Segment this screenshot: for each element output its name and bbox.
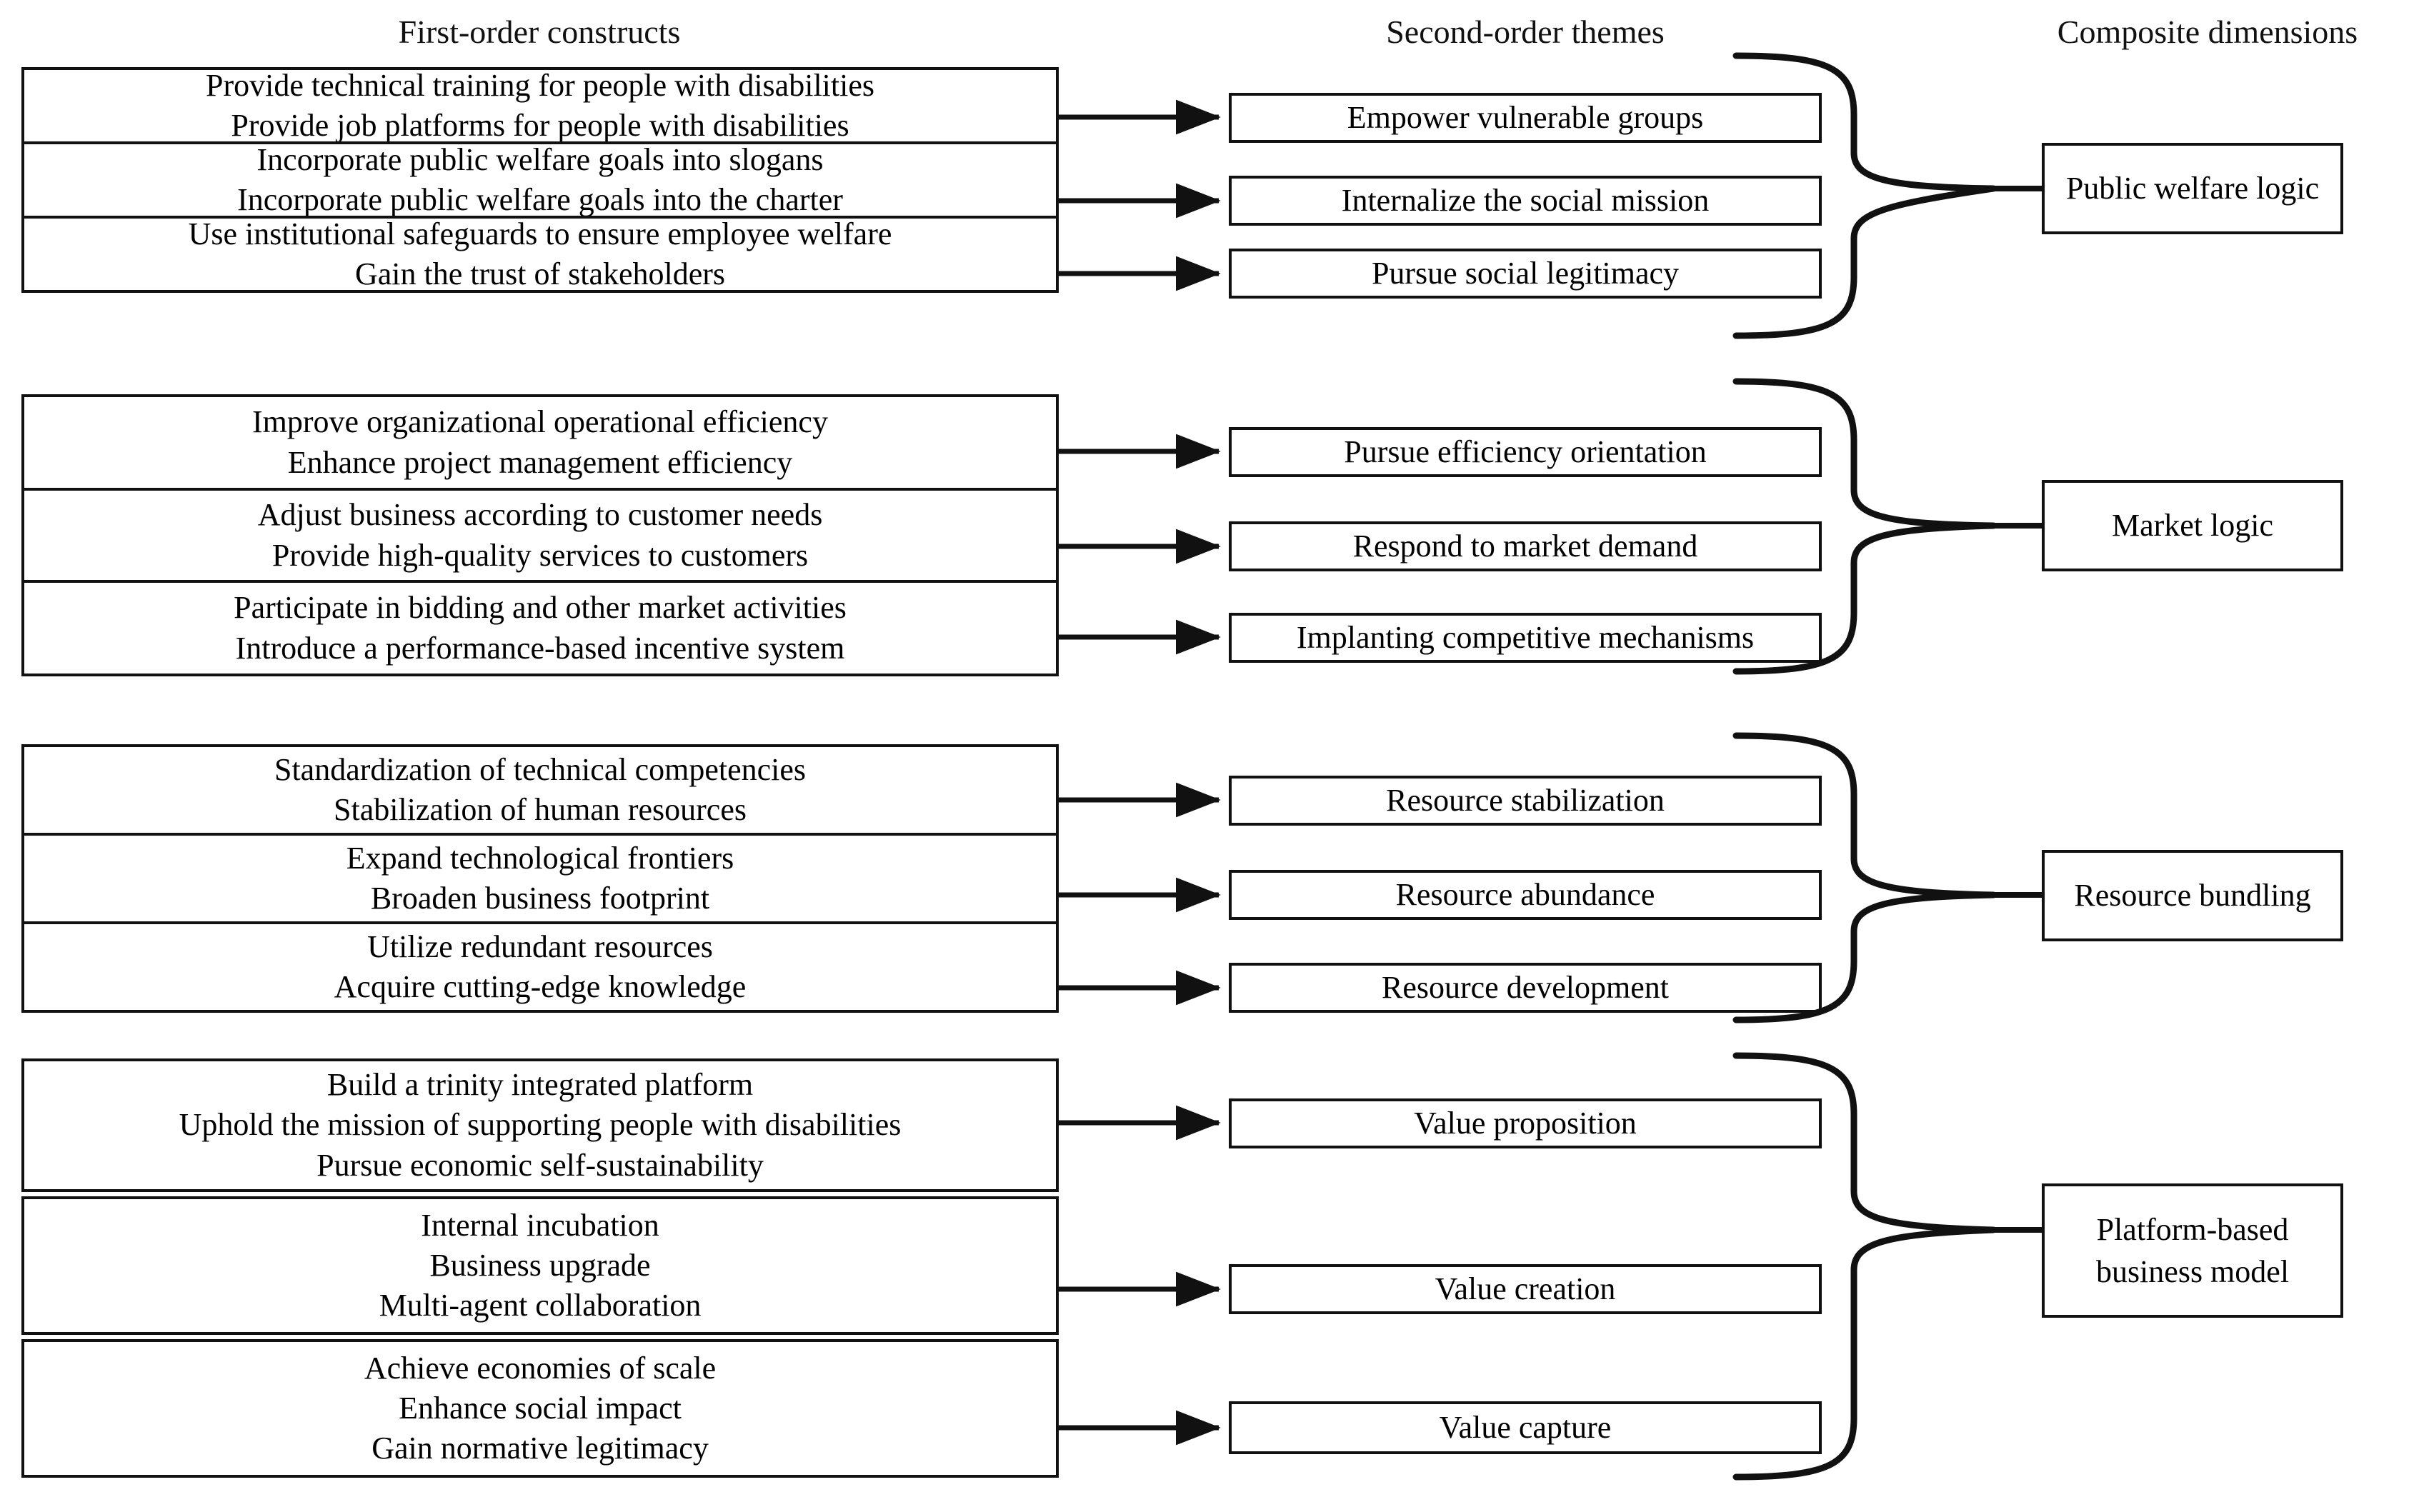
first-order-group-public-welfare-logic: Provide technical training for people wi… — [21, 67, 1059, 293]
construct-line: Participate in bidding and other market … — [234, 590, 847, 626]
column-header-first-order: First-order constructs — [398, 14, 681, 50]
second-order-theme-box[interactable]: Resource abundance — [1229, 870, 1822, 920]
second-order-theme-box[interactable]: Respond to market demand — [1229, 521, 1822, 571]
second-order-theme-box[interactable]: Value creation — [1229, 1264, 1822, 1314]
arrow-group-resource-bundling — [1059, 782, 1221, 1006]
first-order-box[interactable]: Participate in bidding and other market … — [21, 580, 1059, 676]
theme-label: Empower vulnerable groups — [1347, 99, 1704, 135]
first-order-group-resource-bundling: Standardization of technical competencie… — [21, 744, 1059, 1013]
theme-label: Internalize the social mission — [1341, 182, 1710, 218]
first-order-group-platform-based-business-model: Build a trinity integrated platform Upho… — [21, 1058, 1059, 1478]
second-order-theme-box[interactable]: Resource development — [1229, 963, 1822, 1013]
construct-line: Business upgrade — [429, 1247, 651, 1283]
first-order-group-market-logic: Improve organizational operational effic… — [21, 394, 1059, 676]
first-order-box[interactable]: Achieve economies of scale Enhance socia… — [21, 1339, 1059, 1478]
construct-line: Incorporate public welfare goals into th… — [237, 182, 843, 217]
first-order-box[interactable]: Adjust business according to customer ne… — [21, 488, 1059, 583]
theme-label: Value proposition — [1414, 1105, 1637, 1141]
composite-dimension-box[interactable]: Market logic — [2042, 480, 2343, 571]
construct-line: Enhance social impact — [399, 1390, 682, 1426]
construct-line: Internal incubation — [421, 1207, 659, 1243]
theme-label: Value capture — [1439, 1409, 1612, 1445]
construct-line: Provide high-quality services to custome… — [271, 537, 809, 573]
construct-line: Build a trinity integrated platform — [326, 1067, 754, 1103]
construct-line: Uphold the mission of supporting people … — [179, 1107, 902, 1143]
construct-line: Gain normative legitimacy — [371, 1431, 709, 1466]
construct-line: Acquire cutting-edge knowledge — [334, 969, 747, 1004]
second-order-theme-box[interactable]: Pursue social legitimacy — [1229, 249, 1822, 299]
first-order-box[interactable]: Build a trinity integrated platform Upho… — [21, 1058, 1059, 1192]
first-order-box[interactable]: Internal incubation Business upgrade Mul… — [21, 1196, 1059, 1335]
composite-label-line: business model — [2095, 1254, 2290, 1289]
construct-line: Provide technical training for people wi… — [206, 67, 874, 103]
theme-label: Resource stabilization — [1386, 782, 1665, 818]
construct-line: Utilize redundant resources — [367, 928, 713, 964]
construct-line: Achieve economies of scale — [364, 1350, 717, 1386]
arrow-group-public-welfare-logic — [1059, 99, 1221, 291]
theme-label: Respond to market demand — [1352, 528, 1698, 564]
first-order-box[interactable]: Improve organizational operational effic… — [21, 394, 1059, 491]
composite-dimension-box[interactable]: Resource bundling — [2042, 850, 2343, 941]
second-order-theme-box[interactable]: Resource stabilization — [1229, 776, 1822, 826]
second-order-theme-box[interactable]: Implanting competitive mechanisms — [1229, 613, 1822, 663]
composite-dimension-box[interactable]: Platform-based business model — [2042, 1183, 2343, 1318]
construct-line: Enhance project management efficiency — [287, 444, 793, 480]
second-order-theme-box[interactable]: Empower vulnerable groups — [1229, 93, 1822, 143]
construct-line: Improve organizational operational effic… — [252, 404, 828, 440]
construct-line: Adjust business according to customer ne… — [257, 497, 823, 533]
first-order-box[interactable]: Expand technological frontiers Broaden b… — [21, 833, 1059, 924]
theme-label: Resource abundance — [1395, 876, 1655, 912]
second-order-theme-box[interactable]: Internalize the social mission — [1229, 176, 1822, 226]
theme-label: Value creation — [1435, 1271, 1616, 1306]
construct-line: Pursue economic self-sustainability — [316, 1147, 764, 1183]
theme-label: Implanting competitive mechanisms — [1296, 619, 1755, 655]
construct-line: Expand technological frontiers — [346, 840, 734, 876]
first-order-box[interactable]: Utilize redundant resources Acquire cutt… — [21, 921, 1059, 1013]
composite-label-line: Platform-based — [2096, 1211, 2289, 1247]
construct-line: Standardization of technical competencie… — [274, 751, 807, 787]
second-order-theme-box[interactable]: Pursue efficiency orientation — [1229, 427, 1822, 477]
theme-label: Pursue efficiency orientation — [1344, 434, 1707, 469]
construct-line: Gain the trust of stakeholders — [354, 256, 726, 291]
first-order-box[interactable]: Incorporate public welfare goals into sl… — [21, 141, 1059, 219]
theme-label: Pursue social legitimacy — [1371, 255, 1680, 291]
first-order-box[interactable]: Use institutional safeguards to ensure e… — [21, 216, 1059, 293]
second-order-theme-box[interactable]: Value proposition — [1229, 1098, 1822, 1148]
construct-line: Stabilization of human resources — [334, 792, 747, 827]
construct-line: Multi-agent collaboration — [379, 1288, 702, 1323]
composite-dimension-box[interactable]: Public welfare logic — [2042, 143, 2343, 234]
arrow-group-market-logic — [1059, 434, 1221, 655]
column-header-second-order: Second-order themes — [1386, 14, 1665, 50]
arrow-group-platform-based-business-model — [1059, 1105, 1221, 1446]
column-header-composite-dimensions: Composite dimensions — [2057, 14, 2358, 50]
construct-line: Provide job platforms for people with di… — [231, 108, 849, 143]
second-order-theme-box[interactable]: Value capture — [1229, 1401, 1822, 1454]
first-order-box[interactable]: Provide technical training for people wi… — [21, 67, 1059, 144]
first-order-box[interactable]: Standardization of technical competencie… — [21, 744, 1059, 836]
composite-label: Public welfare logic — [2065, 171, 2320, 206]
construct-line: Introduce a performance-based incentive … — [235, 630, 845, 666]
construct-line: Incorporate public welfare goals into sl… — [256, 141, 824, 177]
construct-line: Broaden business footprint — [370, 881, 710, 916]
theme-label: Resource development — [1382, 969, 1669, 1005]
composite-label: Market logic — [2111, 508, 2274, 544]
composite-label: Resource bundling — [2074, 878, 2311, 913]
construct-line: Use institutional safeguards to ensure e… — [188, 216, 892, 251]
